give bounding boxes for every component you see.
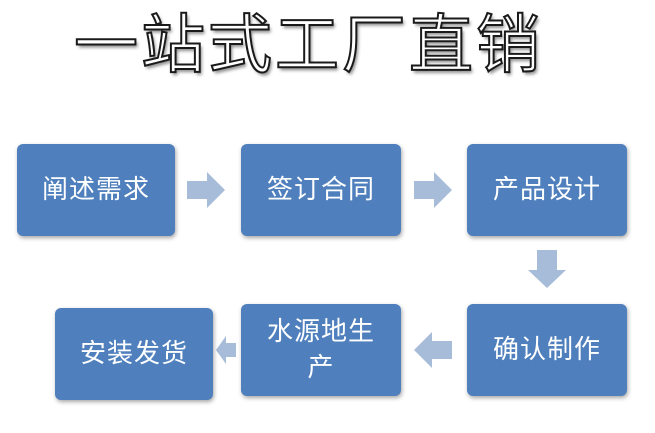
arrow-left-icon [216, 336, 236, 364]
step-label: 安装发货 [79, 339, 188, 369]
step-label: 阐述需求 [41, 175, 150, 205]
arrow-down-icon [528, 250, 566, 288]
step-label: 产品设计 [492, 175, 601, 205]
arrow-right-icon [414, 172, 452, 208]
step-box-confirm-production: 确认制作 [467, 304, 627, 396]
step-label: 确认制作 [492, 335, 601, 365]
step-label: 水源地生产 [266, 317, 375, 383]
arrow-right-icon [187, 172, 225, 208]
step-label: 签订合同 [266, 175, 375, 205]
step-box-sign-contract: 签订合同 [241, 144, 401, 236]
step-box-product-design: 产品设计 [467, 144, 627, 236]
step-box-describe-requirements: 阐述需求 [17, 144, 175, 236]
page-title: 一站式工厂直销 [73, 8, 543, 84]
step-box-water-source-production: 水源地生产 [241, 304, 401, 396]
step-box-install-ship: 安装发货 [55, 308, 213, 400]
arrow-left-icon [414, 332, 452, 368]
